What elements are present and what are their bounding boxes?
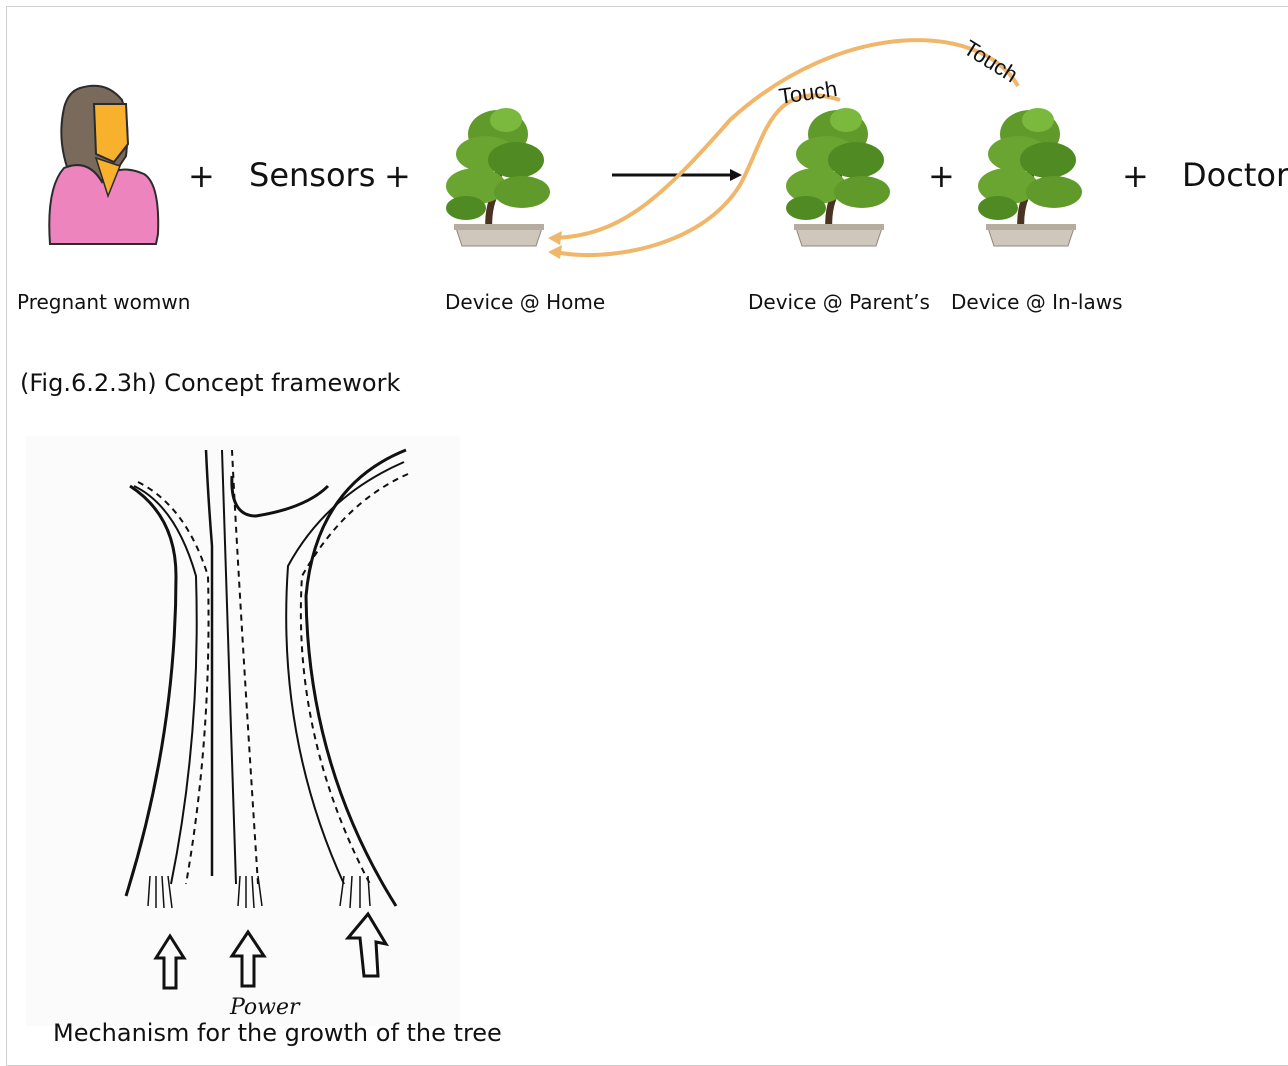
- device-inlaws-label: Device @ In-laws: [951, 292, 1123, 312]
- touch-label-inlaws: Touch: [959, 35, 1022, 87]
- arrowhead-icon: [548, 231, 562, 245]
- touch-label-parent: Touch: [777, 76, 839, 109]
- tree-trunk-sketch: Power: [26, 436, 460, 1026]
- woman-label: Pregnant womwn: [17, 292, 190, 312]
- device-parent-label: Device @ Parent’s: [748, 292, 930, 312]
- figure-caption: (Fig.6.2.3h) Concept framework: [20, 371, 400, 395]
- power-label: Power: [229, 995, 301, 1020]
- device-home-label: Device @ Home: [445, 292, 605, 312]
- touch-connectors: Touch Touch: [0, 0, 1288, 300]
- touch-connector-inlaws: [556, 40, 1018, 238]
- arrowhead-icon: [548, 245, 562, 259]
- sketch-caption: Mechanism for the growth of the tree: [53, 1021, 502, 1045]
